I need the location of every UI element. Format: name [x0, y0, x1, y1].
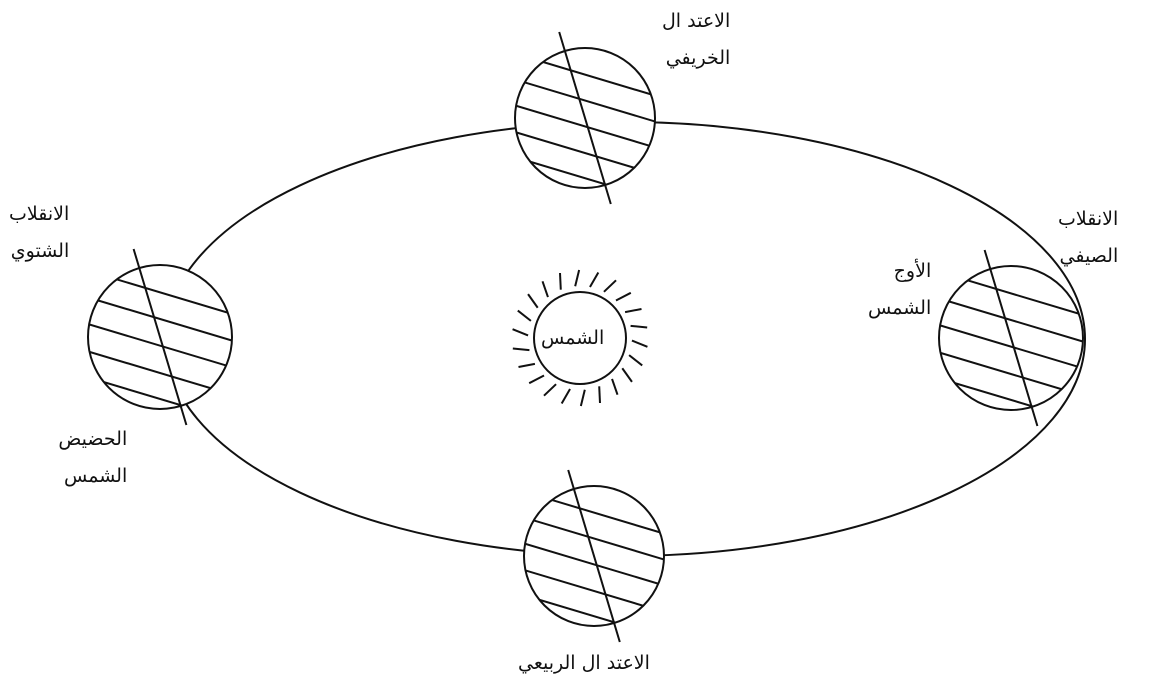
- earth-winter-solstice: [78, 249, 242, 425]
- aphelion-label: الأوج الشمس: [868, 262, 931, 336]
- sun-ray: [544, 384, 556, 396]
- aphelion-line2: الشمس: [868, 299, 931, 318]
- sun-ray: [632, 341, 647, 347]
- sun-ray: [604, 280, 616, 292]
- winter-solstice-label: الانقلاب الشتوي: [3, 205, 69, 279]
- sun-ray: [513, 329, 528, 335]
- summer-solstice-label: الانقلاب الصيفي: [1058, 210, 1118, 284]
- sun-ray: [625, 309, 641, 312]
- sun-ray: [612, 379, 617, 395]
- summer-solstice-line1: الانقلاب: [1058, 210, 1118, 229]
- perihelion-line1: الحضيض: [52, 430, 127, 449]
- spring-equinox-label: الاعتد ال الربيعي: [518, 654, 650, 673]
- aphelion-line1: الأوج: [884, 262, 931, 281]
- sun-ray: [575, 270, 579, 286]
- sun-ray: [562, 389, 570, 403]
- sun-ray: [528, 294, 538, 308]
- summer-solstice-line2: الصيفي: [1054, 247, 1118, 266]
- sun-ray: [513, 349, 530, 351]
- winter-solstice-line2: الشتوي: [3, 242, 69, 261]
- sun-ray: [631, 326, 648, 328]
- sun-label: الشمس: [541, 329, 604, 348]
- sun-ray: [629, 355, 642, 365]
- autumn-equinox-line1: الاعتد ال: [662, 12, 730, 31]
- earth-spring-equinox: [514, 470, 674, 642]
- sun-ray: [616, 293, 631, 301]
- sun-ray: [599, 386, 600, 403]
- autumn-equinox-line2: الخريفي: [662, 49, 730, 68]
- sun-ray: [560, 273, 561, 290]
- sun-ray: [581, 390, 585, 406]
- sun-ray: [518, 311, 531, 321]
- sun-ray: [543, 281, 548, 297]
- sun-ray: [519, 364, 535, 367]
- sun-ray: [622, 368, 632, 382]
- perihelion-label: الحضيض الشمس: [52, 430, 127, 504]
- earth-autumn-equinox: [505, 32, 665, 204]
- autumn-equinox-label: الاعتد ال الخريفي: [662, 12, 730, 86]
- winter-solstice-line1: الانقلاب: [9, 205, 69, 224]
- sun-ray: [529, 376, 544, 384]
- perihelion-line2: الشمس: [64, 467, 127, 486]
- sun-ray: [590, 273, 598, 287]
